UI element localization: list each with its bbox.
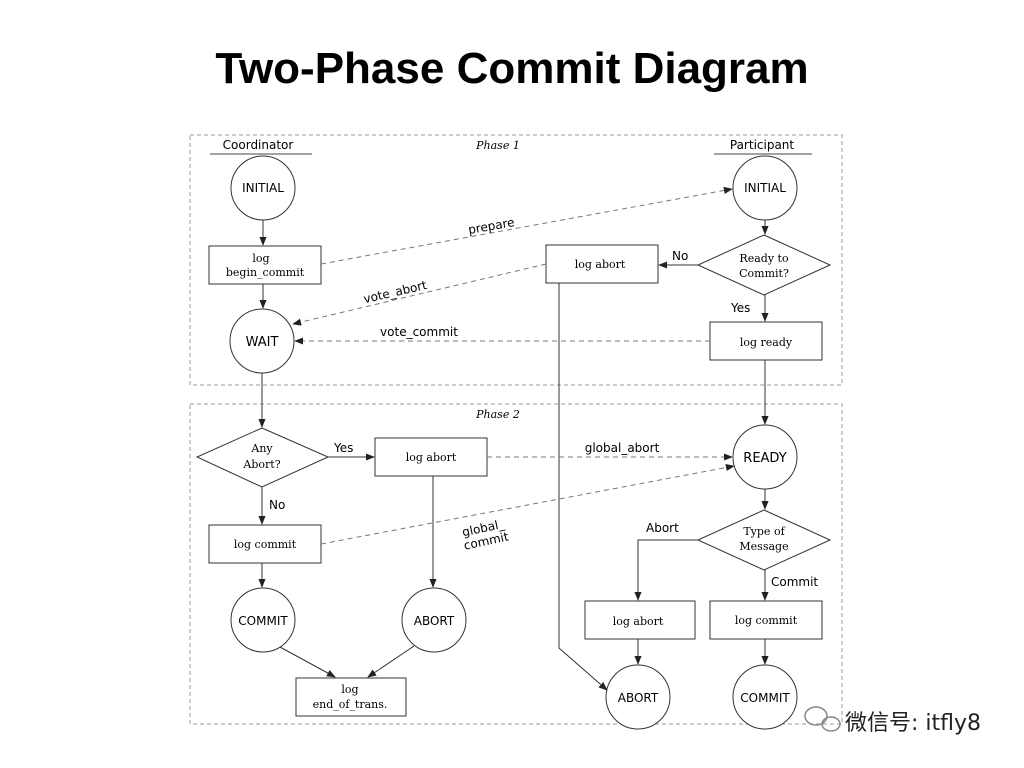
log-begin-commit-line1: log: [252, 252, 269, 265]
label-vote-abort: vote_abort: [362, 278, 428, 306]
label-prepare: prepare: [467, 215, 515, 237]
label-yes-ready-to-commit: Yes: [730, 301, 750, 315]
any-abort-line1: Any: [250, 442, 273, 455]
phase1-label: Phase 1: [475, 139, 520, 152]
participant-log-commit-label: log commit: [735, 614, 798, 627]
label-no-any-abort: No: [269, 498, 285, 512]
ready-to-commit-decision: [696, 234, 832, 296]
page-title: Two-Phase Commit Diagram: [215, 44, 809, 93]
coordinator-commit-state: [230, 587, 296, 653]
participant-commit-state: [732, 664, 798, 730]
log-begin-commit-line2: begin_commit: [226, 266, 305, 279]
arrow-type-of-message-abort: [634, 539, 698, 601]
arrow-commit-to-log-end: [279, 646, 336, 678]
participant-log-commit-box: [709, 600, 823, 640]
type-of-message-line1: Type of: [743, 525, 785, 538]
coordinator-initial-label: INITIAL: [242, 181, 284, 195]
log-begin-commit-box: [208, 245, 322, 285]
type-of-message-decision: [696, 509, 832, 571]
ready-to-commit-line1: Ready to: [739, 252, 789, 265]
message-prepare: [320, 186, 733, 265]
watermark-text: 微信号: itfly8: [845, 711, 982, 736]
log-end-of-trans-box: [295, 677, 407, 717]
coordinator-abort-state: [401, 587, 467, 653]
participant-header: Participant: [730, 138, 795, 152]
participant-log-abort-label: log abort: [575, 258, 626, 271]
coordinator-log-abort-label: log abort: [406, 451, 457, 464]
log-ready-box: [709, 321, 823, 361]
participant-ready-label: READY: [743, 451, 786, 466]
log-end-line1: log: [341, 683, 358, 696]
label-commit-type-of-message: Commit: [771, 575, 818, 589]
coordinator-commit-label: COMMIT: [238, 614, 288, 628]
label-vote-commit: vote_commit: [380, 325, 458, 339]
participant-initial-label: INITIAL: [744, 181, 786, 195]
message-vote-abort: [292, 263, 547, 326]
phase2-frame: [189, 403, 843, 725]
message-global-commit: [320, 463, 735, 545]
label-yes-any-abort: Yes: [333, 441, 353, 455]
arrow-log-abort-to-participant-abort: [558, 283, 608, 691]
phase2-label: Phase 2: [475, 408, 520, 421]
participant-commit-label: COMMIT: [740, 691, 790, 705]
log-end-line2: end_of_trans.: [313, 698, 388, 711]
any-abort-line2: Abort?: [242, 458, 280, 471]
coordinator-wait-label: WAIT: [246, 335, 279, 350]
coordinator-log-commit-box: [208, 524, 322, 564]
participant-log-abort-box: [545, 244, 659, 284]
coordinator-header: Coordinator: [223, 138, 294, 152]
wechat-logo-icon: [804, 706, 841, 732]
coordinator-abort-label: ABORT: [414, 614, 455, 628]
coordinator-log-commit-label: log commit: [234, 538, 297, 551]
label-no-ready-to-commit: No: [672, 249, 688, 263]
type-of-message-line2: Message: [739, 540, 788, 553]
phase1-frame: [189, 134, 843, 386]
log-ready-label: log ready: [740, 336, 793, 349]
participant-abort-label: ABORT: [618, 691, 659, 705]
arrow-abort-to-log-end: [367, 645, 415, 678]
label-abort-type-of-message: Abort: [646, 521, 679, 535]
participant-log-abort2-label: log abort: [613, 615, 664, 628]
participant-abort-state: [605, 664, 671, 730]
ready-to-commit-line2: Commit?: [739, 267, 789, 280]
label-global-abort: global_abort: [585, 441, 660, 455]
participant-log-abort2-box: [584, 600, 696, 640]
